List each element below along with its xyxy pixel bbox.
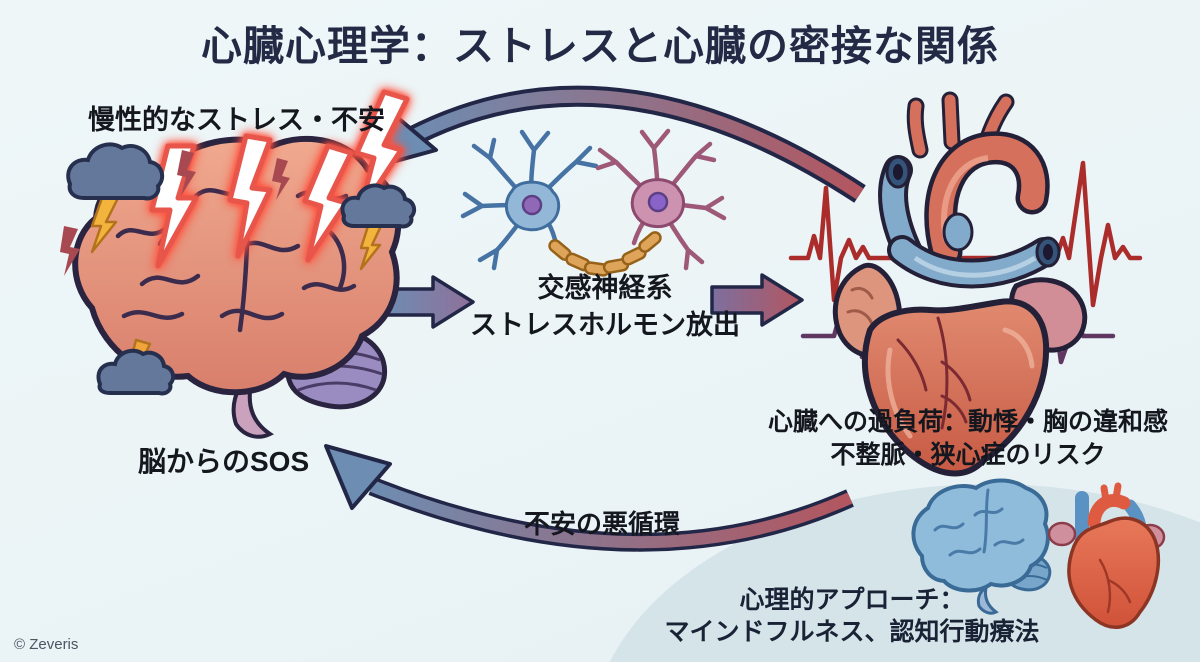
arrow-neurons-to-heart: [710, 273, 804, 327]
page-title: 心臓心理学：ストレスと心臓の密接な関係: [201, 23, 999, 69]
approach-line-1: 心理的アプローチ：: [739, 586, 965, 614]
neuron-pink: [595, 128, 727, 271]
nucleus: [521, 194, 543, 216]
healthy-heart-icon: [1047, 482, 1166, 629]
coronary-vessels: [896, 316, 972, 430]
nucleus: [647, 191, 669, 213]
lightning-bolt-icon: [227, 133, 273, 259]
storm-cloud-icon: [340, 183, 417, 271]
chronic-stress-label: 慢性的なストレス・不安: [88, 105, 385, 135]
storm-cloud-icon: [66, 142, 165, 254]
overload-line-1: 心臓への過負荷：動悸・胸の違和感: [767, 408, 1169, 436]
stressed-brain-illustration: [60, 89, 417, 439]
neuron-synapse-illustration: [460, 128, 727, 277]
sympathetic-nervous-label: 交感神経系 ストレスホルモン放出: [470, 270, 740, 344]
small-bolt-icons: [60, 150, 290, 276]
sympathetic-line-1: 交感神経系: [537, 273, 673, 303]
pulmonary-artery: [887, 212, 1061, 289]
myelin-axon-chain: [548, 231, 662, 277]
brain-sos-label: 脳からのSOS: [138, 446, 310, 477]
arrowhead-icon: [324, 444, 392, 510]
vicious-cycle-arrow: [324, 444, 854, 552]
aorta: [906, 91, 1050, 269]
calm-brain-icon: [911, 478, 1052, 615]
vicious-cycle-label: 不安の悪循環: [523, 509, 681, 539]
psychological-approach-label: 心理的アプローチ： マインドフルネス、認知行動療法: [664, 584, 1039, 648]
approach-line-2: マインドフルネス、認知行動療法: [664, 618, 1040, 646]
lightning-bolt-icon: [354, 89, 410, 215]
ventricles: [861, 298, 1050, 477]
storm-cloud-icon: [96, 338, 176, 396]
copyright-watermark: © Zeveris: [14, 636, 79, 653]
neuron-blue: [460, 129, 599, 271]
feedback-arrow-heart-to-brain: [368, 85, 866, 203]
overload-line-2: 不整脈・狭心症のリスク: [830, 441, 1106, 469]
heart-overload-label: 心臓への過負荷：動悸・胸の違和感 不整脈・狭心症のリスク: [768, 406, 1168, 472]
lightning-bolt-icon: [302, 143, 354, 263]
sympathetic-line-2: ストレスホルモン放出: [470, 310, 740, 340]
arrow-brain-to-neurons: [381, 275, 475, 329]
heart-illustration: [832, 91, 1088, 477]
